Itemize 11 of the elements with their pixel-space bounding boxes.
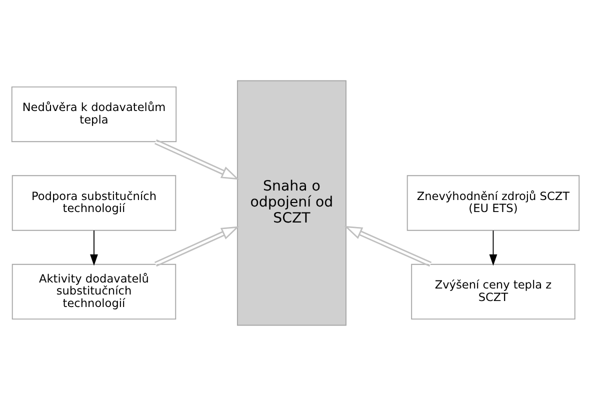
node-box: Aktivity dodavatelů substitučních technologií — [12, 264, 176, 320]
node-box: Zvýšení ceny tepla z SCZT — [411, 264, 576, 320]
arrow — [344, 226, 432, 267]
arrow — [489, 230, 498, 266]
arrow — [90, 230, 98, 266]
node-box: Snaha o odpojení od SCZT — [236, 80, 346, 326]
node-box: Podpora substitučních technologií — [12, 175, 176, 231]
node-box: Nedůvěra k dodavatelům tepla — [11, 86, 177, 142]
arrow — [154, 139, 240, 180]
node-box: Znevýhodnění zdrojů SCZT (EU ETS) — [406, 175, 580, 231]
arrow — [154, 226, 240, 267]
